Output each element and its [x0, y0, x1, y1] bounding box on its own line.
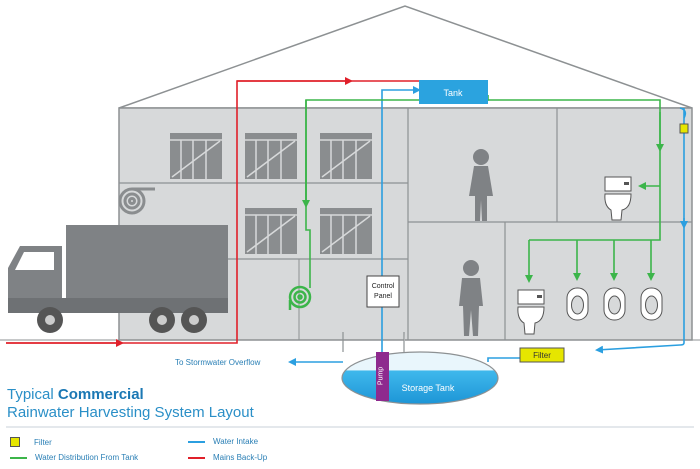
tank-label: Tank — [443, 88, 463, 98]
roof-filter-icon — [679, 123, 689, 134]
urinals — [566, 287, 663, 321]
urinal-icon — [640, 287, 663, 321]
blue-line-swatch-icon — [188, 440, 205, 443]
truck-icon — [8, 225, 228, 333]
filter-label: Filter — [533, 351, 551, 360]
legend-label: Water Intake — [213, 437, 259, 446]
toilet-icon — [604, 176, 632, 221]
woman-icon — [469, 149, 493, 221]
crate-icon — [170, 133, 222, 179]
hose-reel-icon — [118, 187, 155, 215]
pump-label: Pump — [378, 367, 385, 385]
legend-label: Filter — [34, 437, 52, 447]
crates — [170, 133, 372, 254]
filter-swatch-icon — [10, 437, 20, 447]
control-panel: Control Panel — [366, 275, 400, 308]
control-panel-label-2: Panel — [374, 293, 392, 300]
control-panel-label-1: Control — [372, 283, 395, 290]
hose-reel-icon — [288, 285, 312, 310]
urinal-icon — [603, 287, 626, 321]
diagram-title: Typical Commercial Rainwater Harvesting … — [7, 386, 254, 422]
title-line2: Rainwater Harvesting System Layout — [7, 404, 254, 421]
legend-filter: Filter — [10, 437, 52, 447]
crate-icon — [245, 133, 297, 179]
green-line-swatch-icon — [10, 456, 27, 459]
crate-icon — [245, 208, 297, 254]
title-light: Typical — [7, 386, 54, 403]
pump: Pump — [376, 352, 389, 401]
legend-label: Water Distribution From Tank — [35, 453, 139, 462]
red-line-swatch-icon — [188, 456, 205, 459]
mains-backup-pipes — [6, 77, 419, 347]
crate-icon — [320, 133, 372, 179]
crate-icon — [320, 208, 372, 254]
legend-label: Mains Back-Up — [213, 453, 268, 462]
roof — [118, 5, 693, 109]
urinal-icon — [566, 287, 589, 321]
title-bold: Commercial — [57, 386, 144, 403]
legend-mains: Mains Back-Up — [188, 453, 267, 462]
filter-box: Filter — [519, 347, 565, 363]
rooftop-tank: Tank — [419, 80, 488, 104]
legend-intake: Water Intake — [188, 437, 258, 446]
toilet-icon — [517, 289, 545, 335]
storage-tank: Storage Tank — [341, 332, 499, 405]
stormwater-label: To Stormwater Overflow — [175, 358, 261, 367]
legend-distribution: Water Distribution From Tank — [10, 453, 138, 462]
storage-tank-label: Storage Tank — [402, 383, 455, 393]
man-icon — [459, 260, 483, 336]
